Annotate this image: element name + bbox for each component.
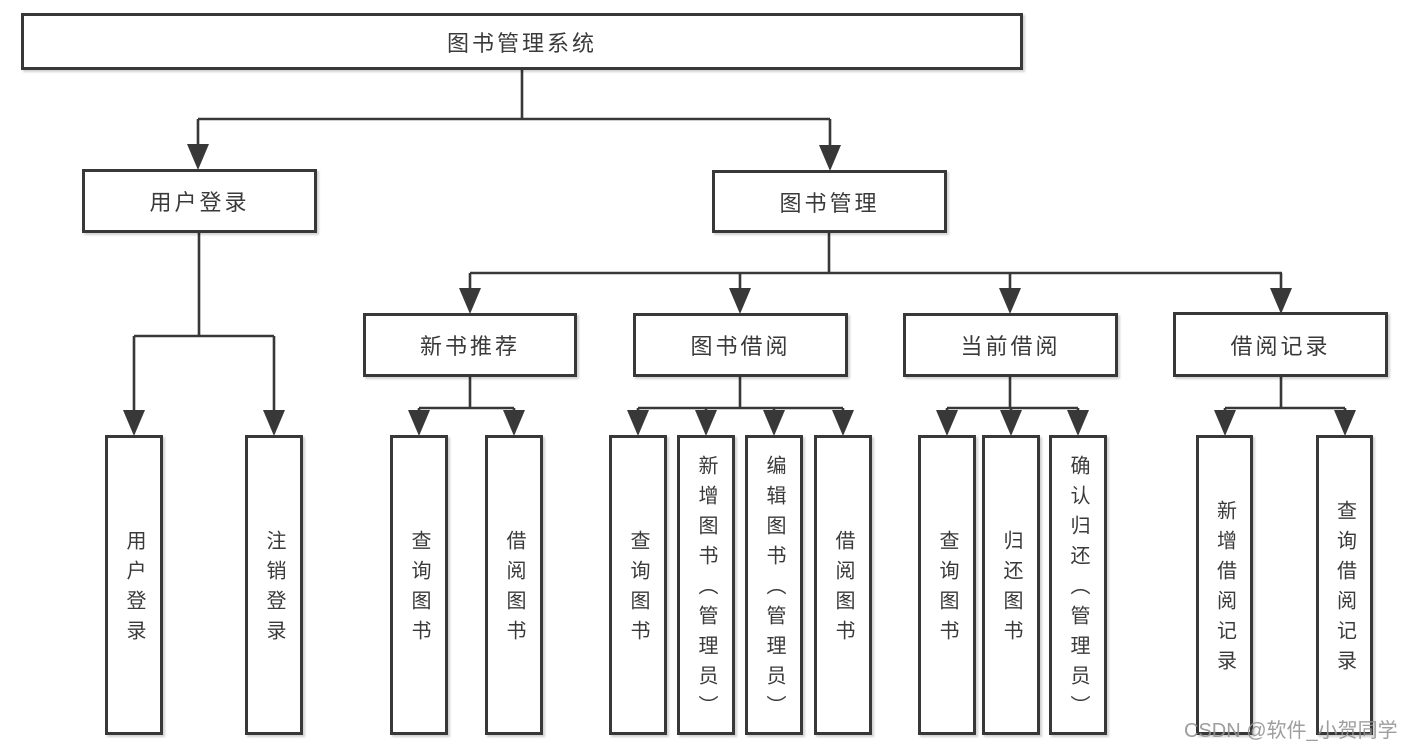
leaf-search-books-borrow-label: 查询图书	[627, 530, 649, 650]
arrowhead	[503, 410, 525, 436]
node-root: 图书管理系统	[21, 13, 1023, 70]
arrowhead	[1214, 410, 1236, 436]
leaf-add-borrow-record: 新增借阅记录	[1196, 435, 1253, 735]
node-book-borrow-label: 图书借阅	[690, 334, 791, 359]
node-current-borrow: 当前借阅	[903, 313, 1118, 377]
leaf-add-book-admin-label: 新增图书（管理员）	[695, 455, 717, 725]
arrowheads	[123, 144, 1356, 436]
arrowhead	[187, 144, 209, 170]
node-book-management-label: 图书管理	[779, 190, 880, 216]
leaf-search-borrow-record: 查询借阅记录	[1316, 435, 1373, 735]
node-user-login: 用户登录	[82, 169, 317, 233]
leaf-search-books-recommend: 查询图书	[390, 435, 448, 735]
leaf-return-book: 归还图书	[982, 435, 1040, 735]
leaf-return-book-label: 归还图书	[1000, 530, 1022, 650]
leaf-edit-book-admin-label: 编辑图书（管理员）	[763, 455, 785, 725]
node-current-borrow-label: 当前借阅	[960, 334, 1061, 359]
leaf-search-borrow-record-label: 查询借阅记录	[1333, 500, 1356, 680]
leaf-borrow-books-recommend-label: 借阅图书	[503, 530, 525, 650]
arrowhead	[936, 410, 958, 436]
node-new-book-recommend-label: 新书推荐	[419, 334, 520, 359]
arrowhead	[1334, 410, 1356, 436]
leaf-user-login-label: 用户登录	[123, 530, 145, 650]
arrowhead	[1000, 410, 1022, 436]
leaf-user-login: 用户登录	[105, 435, 163, 735]
arrowhead	[999, 288, 1021, 314]
node-book-management: 图书管理	[712, 170, 947, 233]
arrowhead	[408, 410, 430, 436]
leaf-confirm-return-admin-label: 确认归还（管理员）	[1067, 455, 1089, 725]
leaf-add-book-admin: 新增图书（管理员）	[677, 435, 735, 735]
arrowhead	[123, 410, 145, 436]
leaf-search-books-current: 查询图书	[918, 435, 976, 735]
arrowhead	[627, 410, 649, 436]
leaf-borrow-books-label: 借阅图书	[832, 530, 854, 650]
node-user-login-label: 用户登录	[149, 190, 250, 215]
arrowhead	[1270, 288, 1292, 314]
arrowhead	[263, 410, 285, 436]
leaf-borrow-books: 借阅图书	[814, 435, 872, 735]
arrowhead	[729, 288, 751, 314]
leaf-add-borrow-record-label: 新增借阅记录	[1213, 500, 1236, 680]
leaf-borrow-books-recommend: 借阅图书	[485, 435, 543, 735]
leaf-edit-book-admin: 编辑图书（管理员）	[745, 435, 803, 735]
arrowhead	[695, 410, 717, 436]
arrowhead	[819, 145, 841, 171]
leaf-logout: 注销登录	[245, 435, 303, 735]
arrowhead	[763, 410, 785, 436]
arrowhead	[1067, 410, 1089, 436]
node-book-borrow: 图书借阅	[633, 313, 848, 377]
node-borrow-records-label: 借阅记录	[1230, 333, 1331, 359]
csdn-watermark: CSDN @软件_小贺同学	[1184, 720, 1398, 742]
leaf-search-books-recommend-label: 查询图书	[408, 530, 430, 650]
leaf-search-books-current-label: 查询图书	[936, 530, 958, 650]
node-new-book-recommend: 新书推荐	[363, 313, 577, 377]
leaf-search-books-borrow: 查询图书	[609, 435, 667, 735]
arrowhead	[459, 288, 481, 314]
node-borrow-records: 借阅记录	[1173, 312, 1388, 377]
leaf-logout-label: 注销登录	[263, 530, 285, 650]
leaf-confirm-return-admin: 确认归还（管理员）	[1049, 435, 1107, 735]
arrowhead	[832, 410, 854, 436]
node-root-label: 图书管理系统	[446, 30, 597, 56]
